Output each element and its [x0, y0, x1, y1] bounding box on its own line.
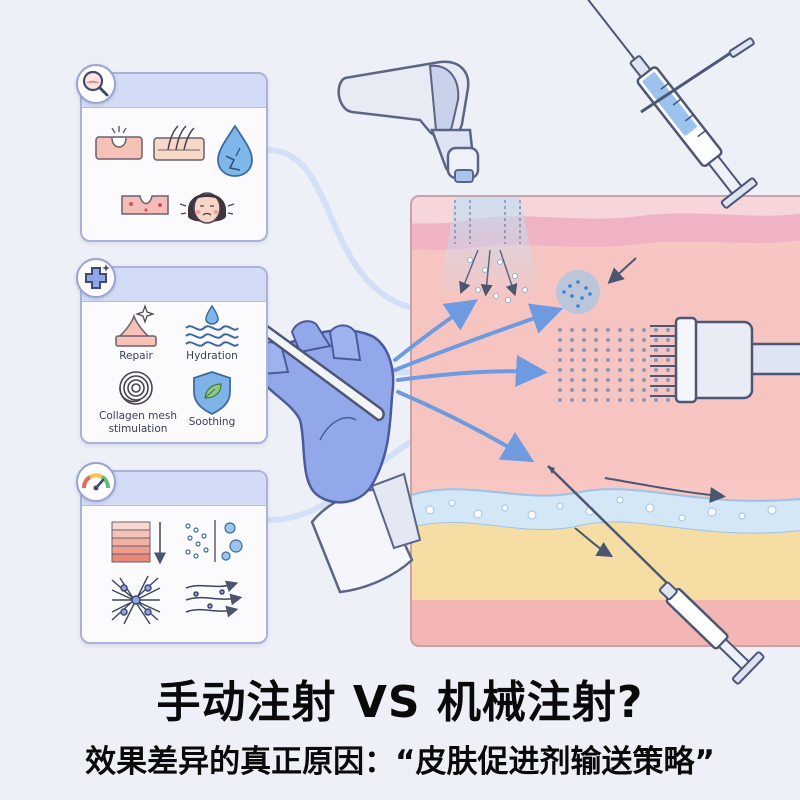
pore-icon: [95, 126, 143, 160]
diffusion-flow-icon: [185, 580, 243, 618]
microneedle-device: [650, 316, 800, 404]
page-title: 手动注射 VS 机械注射?: [156, 677, 644, 728]
card2-badge: [76, 258, 116, 298]
spray-mist: [440, 198, 540, 292]
mesh-network-icon: [111, 575, 161, 625]
gauge-icon: [82, 473, 110, 491]
delivery-arrows: [393, 299, 564, 463]
particle-size-icon: [185, 520, 243, 562]
card1-badge: [76, 64, 116, 104]
fat-layer: [411, 522, 800, 600]
benefit-label-hydration: Hydration: [186, 350, 238, 362]
soothing-shield-icon: [193, 371, 231, 416]
cannula-syringe: [547, 465, 765, 685]
acne-scar-icon: [121, 195, 169, 215]
magnifier-skin-icon: [82, 70, 109, 97]
syringe-top: [584, 0, 758, 209]
benefit-icons: [115, 304, 239, 416]
page-subtitle: 效果差异的真正原因：“皮肤促进剂输送策略”: [85, 744, 715, 780]
benefit-label-collagen-line2: stimulation: [108, 423, 168, 435]
benefit-label-collagen-line1: Collagen mesh: [99, 410, 177, 422]
benefit-label-soothing: Soothing: [188, 416, 236, 428]
benefit-label-collagen: Collagen mesh stimulation: [90, 410, 186, 436]
hydration-waves-icon: [185, 304, 239, 347]
dryness-drop-icon: [217, 124, 253, 177]
card3-badge: [76, 462, 116, 502]
layer-depth-icon: [111, 521, 166, 565]
sensitive-face-icon: [179, 192, 235, 224]
skin-concern-icons: [95, 124, 253, 224]
benefit-label-repair: Repair: [119, 350, 153, 362]
repair-icon: [115, 304, 157, 347]
hair-follicle-icon: [153, 125, 205, 161]
spray-gun-device: [337, 60, 480, 183]
injection-bleb: [556, 270, 600, 314]
collagen-spiral-icon: [119, 371, 153, 405]
medical-plus-icon: [85, 264, 110, 289]
delivery-metric-icons: [111, 520, 243, 625]
